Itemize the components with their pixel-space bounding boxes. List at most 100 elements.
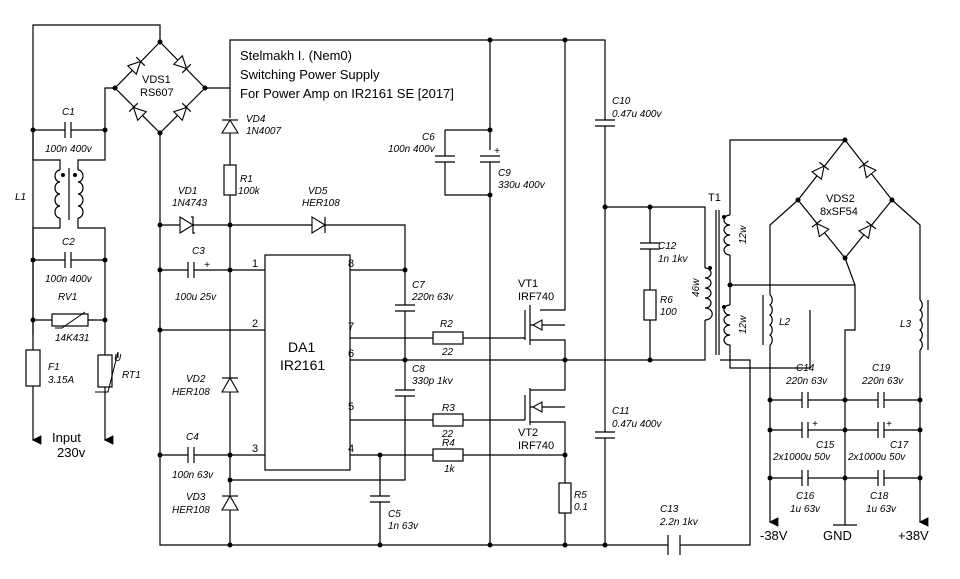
half-bridge-caps: C10 0.47u 400v C11 0.47u 400v C12 1n 1kv…	[565, 96, 706, 548]
vds2-value: 8xSF54	[820, 206, 858, 218]
r3-value: 22	[441, 429, 454, 440]
c13-value: 2.2n 1kv	[659, 517, 699, 528]
da1-value: IR2161	[280, 357, 325, 373]
c2-value: 100n 400v	[45, 274, 93, 285]
c17-ref: C17	[890, 440, 909, 451]
da1-pin6: 6	[348, 348, 354, 360]
input-section: C1 100n 400v L1 C2 100n 400v RV1 14K431 …	[15, 24, 161, 460]
c14-ref: C14	[796, 363, 815, 374]
vd4-ref: VD4	[246, 114, 266, 125]
c3-plus: +	[204, 260, 210, 271]
c3-value: 100u 25v	[175, 292, 217, 303]
rv1-value: 14K431	[55, 333, 89, 344]
ic-da1: DA1 IR2161 1 2 3 4 5 6 7 8 C7 220n 63v R…	[227, 254, 565, 548]
startup-section: VD4 1N4007 R1 100k VD1 1N4743 VD5 HER108	[157, 88, 406, 270]
vd1-ref: VD1	[178, 186, 197, 197]
c19-ref: C19	[872, 363, 891, 374]
vds1-value: RS607	[140, 87, 174, 99]
supply-caps: + C3 100u 25v VD2 HER108 C4 100n 63v VD3…	[157, 246, 265, 548]
mosfet-vt1: VT1 IRF740	[463, 37, 568, 363]
r6-ref: R6	[660, 295, 673, 306]
transformer-t1: T1 46w 12w 12w	[691, 139, 855, 369]
t1-w1: 12w	[738, 225, 749, 244]
r5-value: 0.1	[574, 502, 588, 513]
output-gnd-label: GND	[823, 528, 852, 543]
output-pos-label: +38V	[898, 528, 929, 543]
c6-ref: C6	[422, 132, 435, 143]
da1-pin1: 1	[252, 258, 258, 270]
c1-ref: C1	[62, 107, 75, 118]
c9-ref: C9	[498, 168, 511, 179]
c11-value: 0.47u 400v	[612, 419, 662, 430]
vd3-ref: VD3	[186, 492, 206, 503]
c10-ref: C10	[612, 96, 631, 107]
c17-value: 2x1000u 50v	[847, 452, 906, 463]
c15-plus: +	[812, 419, 818, 430]
vt2-value: IRF740	[518, 440, 554, 452]
bridge-vds1: VDS1 RS607	[112, 39, 208, 136]
c11-ref: C11	[612, 406, 630, 417]
da1-pin5: 5	[348, 401, 354, 413]
da1-pin2: 2	[252, 318, 258, 330]
main-rails: C13 2.2n 1kv	[159, 39, 751, 555]
vd2-ref: VD2	[186, 374, 206, 385]
title-author: Stelmakh I. (Nem0)	[240, 48, 352, 63]
c2-ref: C2	[62, 237, 75, 248]
vt1-ref: VT1	[518, 278, 538, 290]
c16-value: 1u 63v	[790, 504, 821, 515]
r2-value: 22	[441, 347, 454, 358]
input-voltage: 230v	[57, 445, 86, 460]
da1-pin3: 3	[252, 443, 258, 455]
title-block: Stelmakh I. (Nem0) Switching Power Suppl…	[240, 48, 454, 101]
vt2-ref: VT2	[518, 427, 538, 439]
c18-value: 1u 63v	[866, 504, 897, 515]
vd5-ref: VD5	[308, 186, 328, 197]
c8-ref: C8	[412, 364, 425, 375]
vds2-ref: VDS2	[826, 193, 855, 205]
vds1-ref: VDS1	[142, 74, 171, 86]
c14-value: 220n 63v	[785, 376, 828, 387]
da1-pin8: 8	[348, 258, 354, 270]
c10-value: 0.47u 400v	[612, 109, 662, 120]
output-neg-label: -38V	[760, 528, 788, 543]
da1-ref: DA1	[288, 339, 315, 355]
c8-value: 330p 1kv	[412, 376, 454, 387]
l3-ref: L3	[900, 319, 912, 330]
r1-ref: R1	[240, 174, 253, 185]
t1-ref: T1	[708, 192, 721, 204]
f1-ref: F1	[48, 362, 60, 373]
c3-ref: C3	[192, 246, 205, 257]
r1-value: 100k	[238, 186, 261, 197]
t1-w3: 12w	[738, 315, 749, 334]
c17-plus: +	[886, 419, 892, 430]
r6-value: 100	[660, 307, 677, 318]
c19-value: 220n 63v	[861, 376, 904, 387]
l2-ref: L2	[779, 317, 791, 328]
c9-plus: +	[494, 146, 500, 157]
vt1-value: IRF740	[518, 291, 554, 303]
c12-ref: C12	[658, 241, 677, 252]
c7-ref: C7	[412, 280, 425, 291]
da1-pin7: 7	[348, 321, 354, 333]
rt1-ref: RT1	[122, 370, 141, 381]
rt1-u-mark: U	[114, 353, 122, 364]
c5-ref: C5	[388, 509, 401, 520]
vd3-value: HER108	[172, 505, 210, 516]
c16-ref: C16	[796, 491, 815, 502]
c18-ref: C18	[870, 491, 889, 502]
c9-value: 330u 400v	[498, 180, 546, 191]
c12-value: 1n 1kv	[658, 254, 688, 265]
vd1-value: 1N4743	[172, 198, 207, 209]
r4-ref: R4	[442, 438, 455, 449]
r3-ref: R3	[442, 403, 455, 414]
bulk-caps: + C6 100n 400v C9 330u 400v	[388, 37, 546, 548]
da1-pin4: 4	[348, 443, 354, 455]
vd2-value: HER108	[172, 387, 210, 398]
c1-value: 100n 400v	[45, 144, 93, 155]
f1-value: 3.15A	[48, 375, 74, 386]
output-section: L2 L3 + + C14 220n 63v C19 220n 63v C15 …	[760, 294, 929, 543]
c4-value: 100n 63v	[172, 470, 214, 481]
mosfet-vt2: VT2 IRF740 R5 0.1	[463, 360, 588, 548]
